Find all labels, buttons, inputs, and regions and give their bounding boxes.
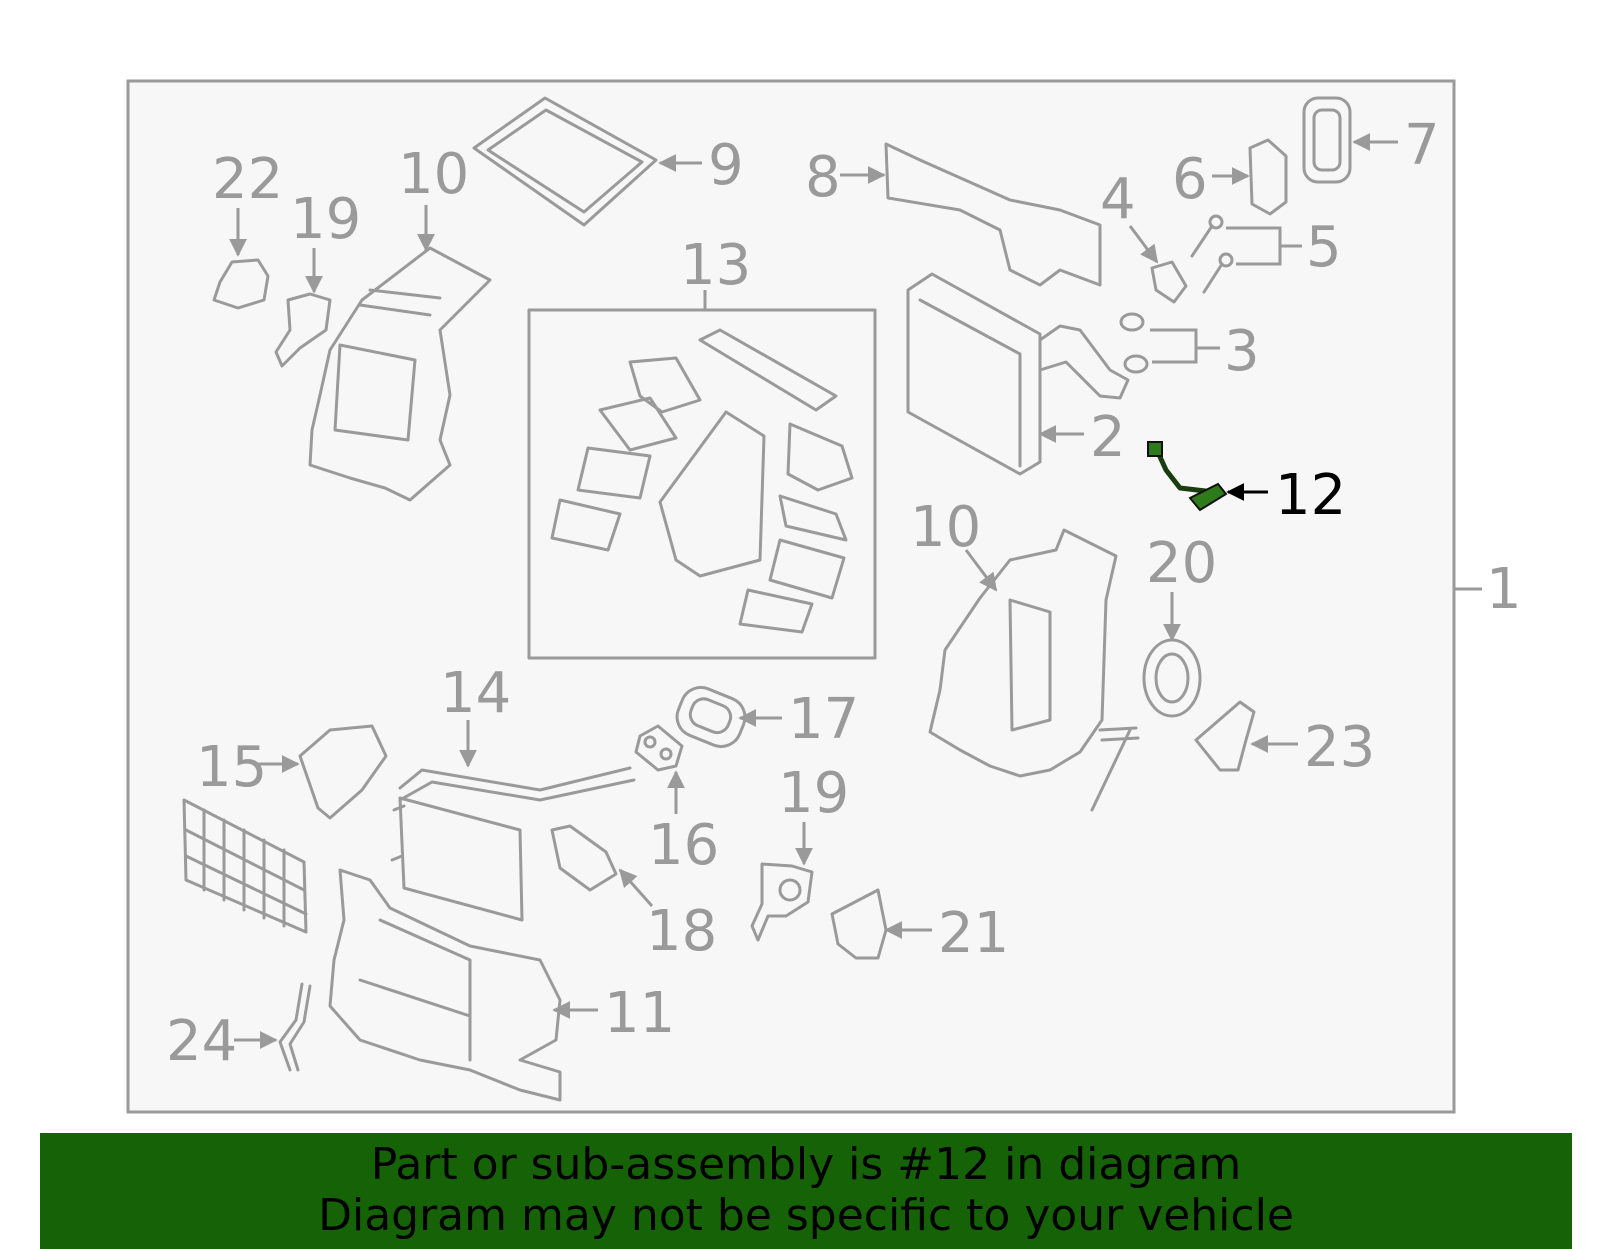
callout-8: 8	[805, 145, 841, 210]
callout-16: 16	[648, 813, 719, 878]
part-16-gasket	[634, 724, 684, 772]
callout-20: 20	[1146, 531, 1217, 596]
part-3-orings	[1119, 312, 1149, 374]
part-17-seal	[675, 685, 747, 749]
subassembly-13-parts	[550, 328, 854, 634]
callout-15: 15	[196, 735, 267, 800]
part-7-seal	[1302, 96, 1352, 184]
info-banner: Part or sub-assembly is #12 in diagram D…	[40, 1133, 1572, 1249]
callout-19-lower: 19	[778, 761, 849, 826]
callout-10-upper: 10	[398, 142, 469, 207]
part-2-evaporator	[906, 272, 1130, 476]
callout-5: 5	[1306, 215, 1342, 280]
part-12-wiring-harness	[1147, 441, 1228, 512]
part-23-bracket	[1194, 700, 1256, 772]
part-11-lower-case	[328, 868, 562, 1102]
part-9-cabin-filter	[472, 96, 658, 227]
part-8-duct	[884, 142, 1102, 287]
assembly-frame	[126, 79, 1456, 1114]
part-21-actuator	[830, 888, 888, 960]
callout-3: 3	[1224, 319, 1260, 384]
part-14-heater-core	[390, 766, 636, 922]
callout-10-lower: 10	[910, 495, 981, 560]
banner-line-2: Diagram may not be specific to your vehi…	[318, 1190, 1294, 1241]
callout-17: 17	[788, 687, 859, 752]
leader-5	[1226, 226, 1302, 266]
filter-grille	[182, 798, 308, 934]
leader-18	[618, 868, 654, 907]
callout-7: 7	[1404, 113, 1440, 178]
part-22-actuator	[212, 258, 270, 310]
callout-22: 22	[212, 147, 283, 212]
callout-4: 4	[1100, 167, 1136, 232]
leader-3	[1150, 328, 1220, 364]
callout-24: 24	[166, 1009, 237, 1074]
temperature-sensor-rod	[1090, 726, 1140, 812]
callout-21: 21	[938, 901, 1009, 966]
subassembly-box-13	[527, 308, 877, 660]
callout-1: 1	[1486, 557, 1522, 622]
part-6-sensor	[1248, 138, 1288, 216]
callout-14: 14	[440, 661, 511, 726]
part-4-valve	[1150, 260, 1188, 304]
callout-11: 11	[604, 981, 675, 1046]
part-15-cover	[298, 724, 388, 820]
callout-23: 23	[1304, 715, 1375, 780]
callout-19-upper: 19	[290, 187, 361, 252]
callout-12: 12	[1275, 463, 1346, 528]
part-19-bracket-upper	[274, 292, 332, 368]
callout-13: 13	[680, 233, 751, 298]
part-5-bolts	[1190, 214, 1234, 294]
leader-10-lower	[964, 549, 998, 592]
part-18-bracket	[550, 824, 618, 892]
callout-18: 18	[646, 899, 717, 964]
callout-6: 6	[1172, 147, 1208, 212]
part-24-hose	[278, 982, 312, 1072]
part-10-housing-lower	[928, 528, 1118, 778]
part-10-housing-upper	[308, 246, 492, 502]
leader-4	[1128, 225, 1159, 264]
callout-2: 2	[1090, 405, 1126, 470]
part-19-bracket-lower	[750, 862, 814, 942]
banner-line-1: Part or sub-assembly is #12 in diagram	[370, 1139, 1242, 1190]
callout-9: 9	[708, 133, 744, 198]
